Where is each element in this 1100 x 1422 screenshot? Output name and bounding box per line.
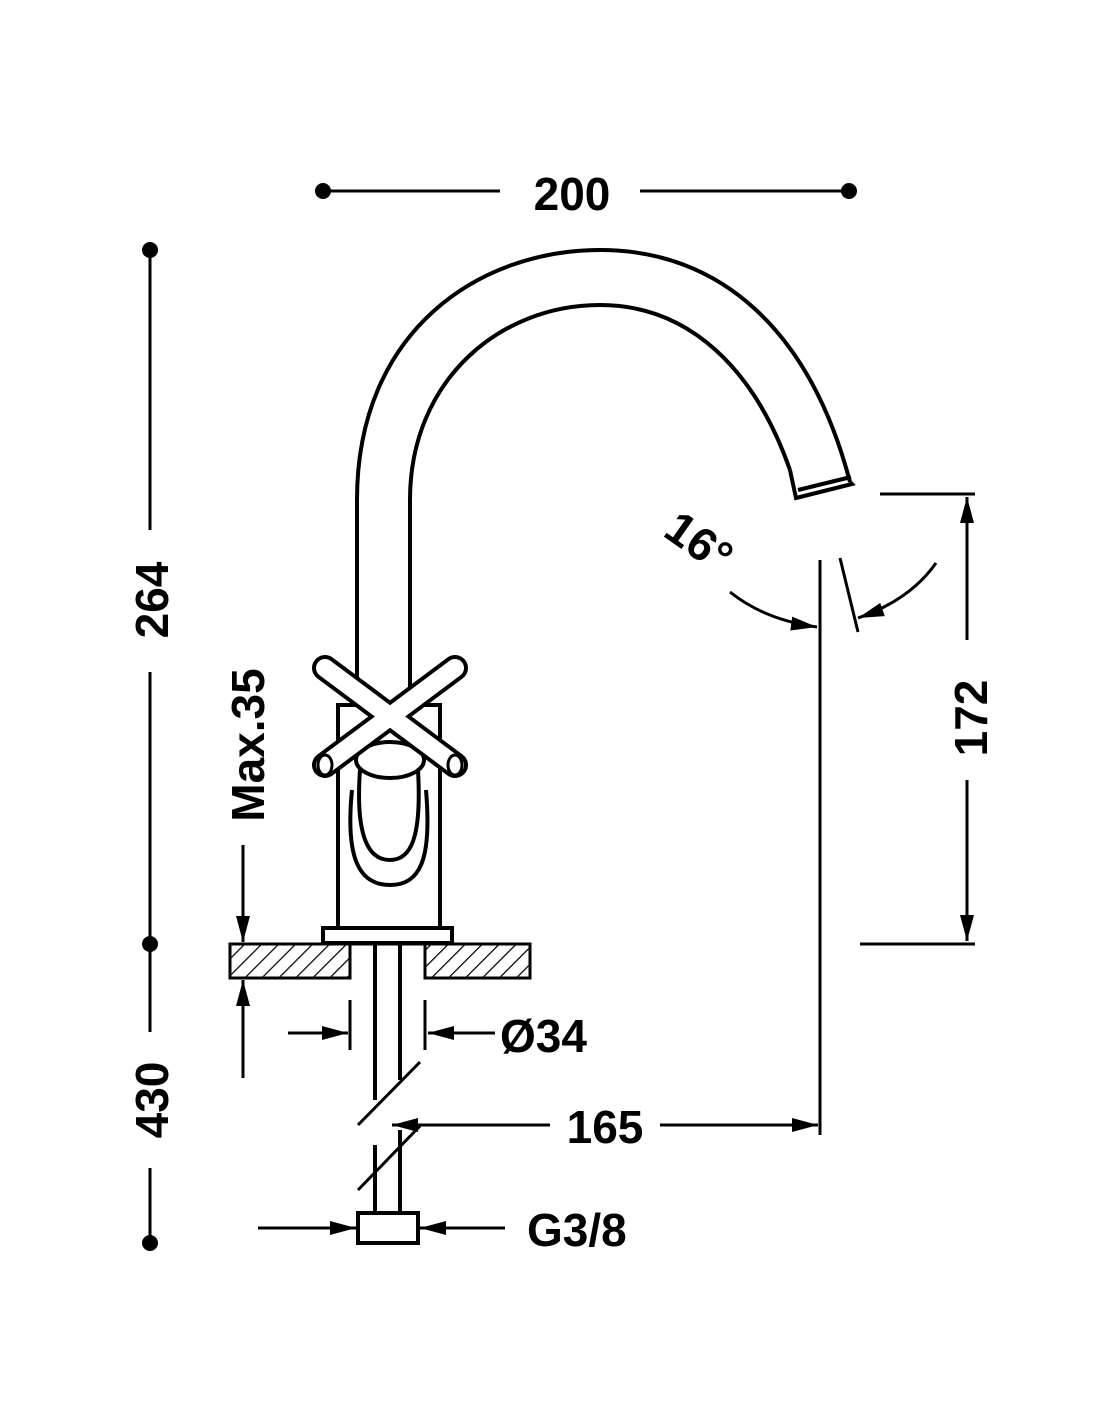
dimension-angle: 16° xyxy=(656,501,938,633)
dimension-hole-diameter: Ø34 xyxy=(288,1000,587,1062)
clearance-label: 172 xyxy=(945,680,997,757)
supply-pipe xyxy=(356,944,422,1245)
faucet-spout xyxy=(355,247,856,690)
spout-height-label: 264 xyxy=(126,561,178,638)
dimension-reach: 165 xyxy=(392,560,822,1153)
cross-handle xyxy=(312,655,468,778)
hole-diameter-label: Ø34 xyxy=(500,1010,587,1062)
angle-label: 16° xyxy=(656,501,743,583)
total-height-label: 430 xyxy=(126,1062,178,1139)
connection-label: G3/8 xyxy=(527,1204,627,1256)
dimension-width: 200 xyxy=(315,168,857,220)
dimension-max-thickness: Max.35 xyxy=(222,668,274,1078)
reach-label: 165 xyxy=(567,1101,644,1153)
dimension-connection: G3/8 xyxy=(258,1204,627,1256)
countertop xyxy=(228,942,532,980)
dimension-clearance: 172 xyxy=(860,492,997,946)
width-label: 200 xyxy=(534,168,611,220)
dimension-heights: 264 430 xyxy=(126,242,178,1251)
max-thickness-label: Max.35 xyxy=(222,668,274,821)
